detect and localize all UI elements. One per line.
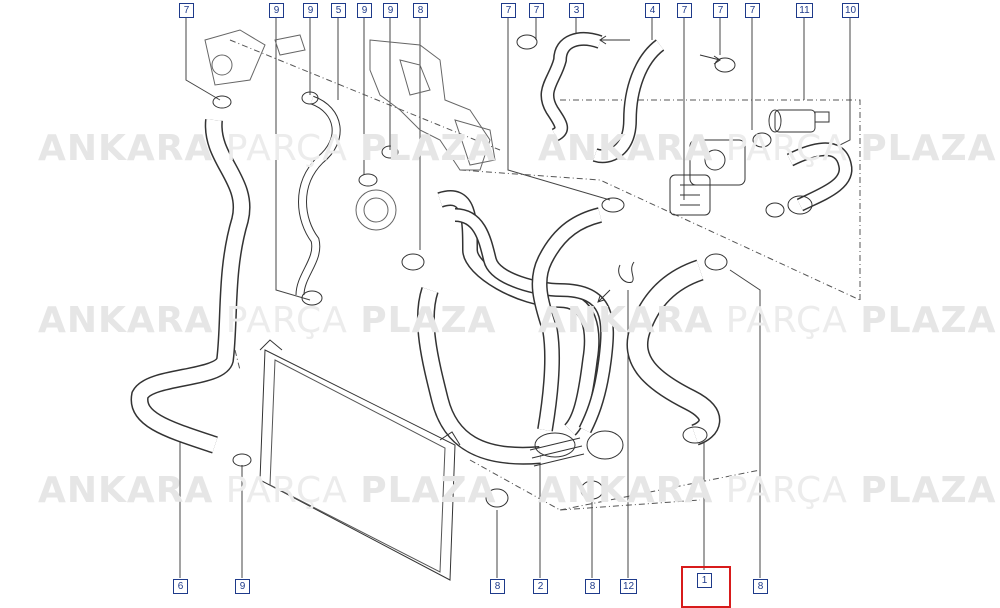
callout-11[interactable]: 11 xyxy=(796,3,813,18)
frame-lines xyxy=(229,39,861,511)
callout-7[interactable]: 7 xyxy=(501,3,516,18)
hose-clamps xyxy=(212,34,785,508)
clip-12 xyxy=(618,261,635,284)
hose-1 xyxy=(626,259,721,446)
callout-9[interactable]: 9 xyxy=(235,579,250,594)
hose-6 xyxy=(130,119,251,454)
direction-arrows xyxy=(597,35,721,303)
hose-5 xyxy=(295,95,341,296)
radiator xyxy=(259,339,461,581)
callout-8[interactable]: 8 xyxy=(753,579,768,594)
callout-1[interactable]: 1 xyxy=(697,573,712,588)
engine-block xyxy=(204,29,496,231)
callout-9[interactable]: 9 xyxy=(269,3,284,18)
callout-9[interactable]: 9 xyxy=(383,3,398,18)
callout-12[interactable]: 12 xyxy=(620,579,637,594)
callout-8[interactable]: 8 xyxy=(413,3,428,18)
hose-10 xyxy=(786,142,853,215)
callout-7[interactable]: 7 xyxy=(529,3,544,18)
callout-9[interactable]: 9 xyxy=(357,3,372,18)
callout-7[interactable]: 7 xyxy=(677,3,692,18)
callout-7[interactable]: 7 xyxy=(745,3,760,18)
callout-6[interactable]: 6 xyxy=(173,579,188,594)
callout-8[interactable]: 8 xyxy=(585,579,600,594)
hose-3 xyxy=(540,32,603,142)
callout-7[interactable]: 7 xyxy=(713,3,728,18)
callout-2[interactable]: 2 xyxy=(533,579,548,594)
callout-9[interactable]: 9 xyxy=(303,3,318,18)
callout-5[interactable]: 5 xyxy=(331,3,346,18)
connector-11 xyxy=(768,109,830,133)
callout-3[interactable]: 3 xyxy=(569,3,584,18)
hose-2 xyxy=(416,190,624,467)
callout-7[interactable]: 7 xyxy=(179,3,194,18)
highlight-frame-part-1 xyxy=(681,566,731,608)
thermostat-housing xyxy=(669,139,746,216)
hose-4 xyxy=(592,39,665,164)
callout-4[interactable]: 4 xyxy=(645,3,660,18)
callout-8[interactable]: 8 xyxy=(490,579,505,594)
callout-10[interactable]: 10 xyxy=(842,3,859,18)
leader-lines xyxy=(179,17,851,578)
